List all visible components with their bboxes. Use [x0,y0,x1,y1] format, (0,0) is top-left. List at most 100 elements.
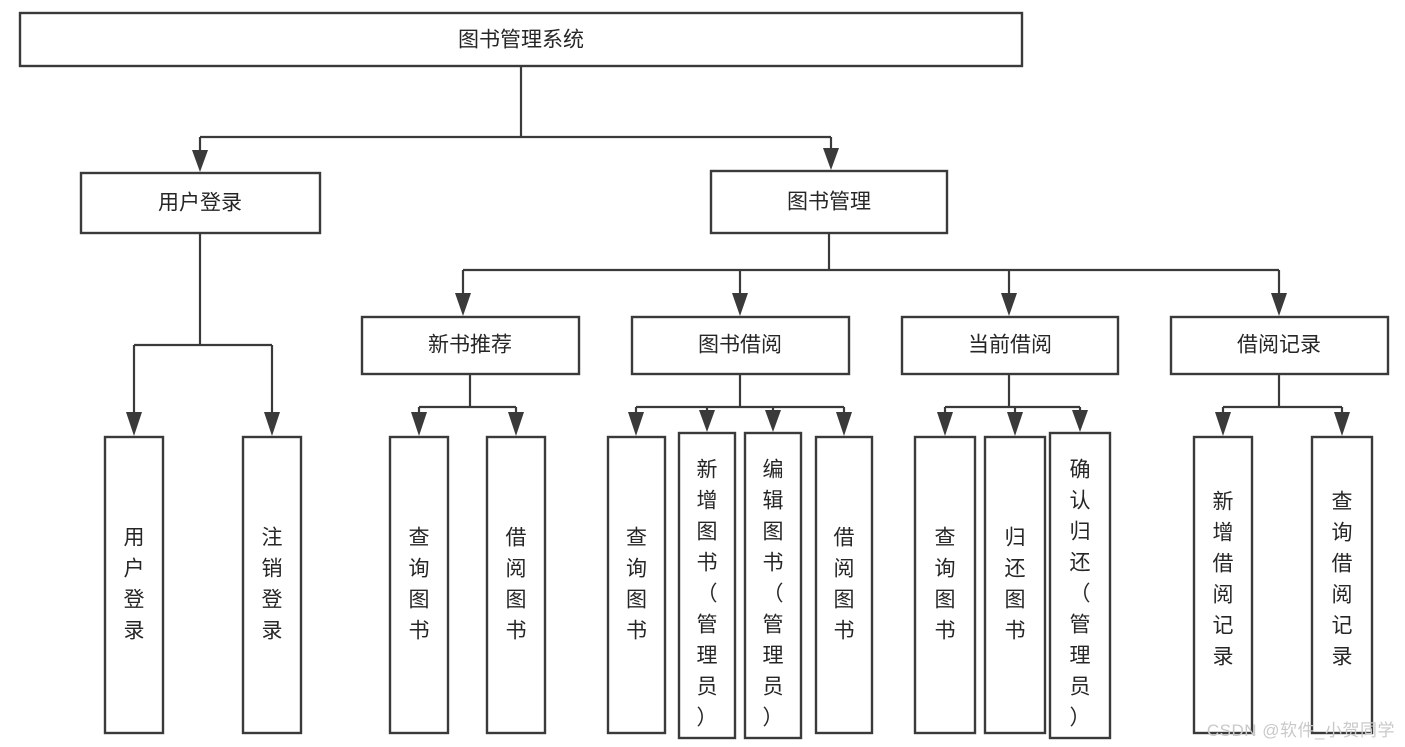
leaf-char: 查 [1332,490,1353,513]
leaf-label-5-新增图书管理员: 新增图书（管理员） [697,458,718,729]
leaf-box-2[interactable] [388,435,450,735]
leaf-box-9[interactable] [983,435,1047,735]
leaf-node-9[interactable]: 归还图书 [983,435,1047,735]
leaf-box-3[interactable] [485,435,547,735]
leaf-char: 辑 [763,489,784,512]
leaf-box-0[interactable] [103,435,165,735]
leaf-char: （ [763,582,784,605]
leaf-label-4-查询图书: 查询图书 [626,526,647,642]
leaf-char: ） [763,706,784,729]
book-management-box[interactable] [709,169,949,235]
borrow-record-label: 借阅记录 [1237,334,1321,357]
leaf-char: 阅 [834,557,855,580]
leaf-char: 图 [1005,588,1026,611]
leaf-label-12-查询借阅记录: 查询借阅记录 [1332,490,1353,668]
leaf-node-12[interactable]: 查询借阅记录 [1310,435,1374,735]
node-book-management[interactable]: 图书管理 [709,169,949,235]
book-borrow-box[interactable] [630,315,851,376]
arrow-head-book-mgmt [823,148,839,170]
leaf-char: 借 [1332,552,1353,575]
leaf-char: 编 [763,458,784,481]
leaf-label-0-用户登录: 用户登录 [124,526,145,642]
leaf-char: 书 [834,619,855,642]
leaf-char: ） [697,706,718,729]
leaf-char: 图 [409,588,430,611]
leaf-label-11-新增借阅记录: 新增借阅记录 [1213,490,1234,668]
leaf-char: 录 [124,619,145,642]
leaf-char: 登 [124,588,145,611]
leaf-char: 管 [763,613,784,636]
arrow-head-leaf-confirm-return [1072,410,1088,432]
current-borrow-box[interactable] [900,315,1120,376]
leaf-char: （ [697,582,718,605]
arrow-head-leaf-user-login [126,412,142,436]
leaf-node-4[interactable]: 查询图书 [606,435,667,735]
leaf-box-12[interactable] [1310,435,1374,735]
arrow-head-leaf-query-book-2 [628,412,644,436]
leaf-box-5[interactable] [677,431,737,740]
leaf-char: 询 [626,557,647,580]
arrow-head-leaf-edit-book [765,410,781,432]
leaf-char: 认 [1070,489,1091,512]
leaf-node-7[interactable]: 借阅图书 [814,435,874,735]
leaf-char: 书 [935,619,956,642]
leaf-box-11[interactable] [1192,435,1254,735]
leaf-node-0[interactable]: 用户登录 [103,435,165,735]
arrow-head-leaf-borrow-book-2 [836,412,852,436]
book-management-label: 图书管理 [787,191,871,214]
new-book-recommend-label: 新书推荐 [428,334,512,357]
leaf-node-6[interactable]: 编辑图书 （ 管理员 ） [743,431,803,740]
leaf-box-10[interactable] [1048,431,1112,740]
leaf-char: 确 [1070,458,1091,481]
leaf-char: 理 [763,644,784,667]
borrow-record-box[interactable] [1169,315,1390,376]
leaf-char: 图 [626,588,647,611]
leaf-char: 记 [1332,614,1353,637]
root-box[interactable] [18,11,1024,68]
leaf-char: 员 [763,675,784,698]
arrow-head-leaf-add-record [1215,412,1231,436]
leaf-char: 录 [262,619,283,642]
leaf-box-4[interactable] [606,435,667,735]
leaf-char: 图 [697,520,718,543]
leaf-node-8[interactable]: 查询图书 [913,435,977,735]
leaf-char: 员 [697,675,718,698]
leaf-box-7[interactable] [814,435,874,735]
new-book-recommend-box[interactable] [360,315,581,376]
node-borrow-record[interactable]: 借阅记录 [1169,315,1390,376]
leaf-char: 借 [834,526,855,549]
leaf-char: 新 [697,458,718,481]
leaf-char: 归 [1070,520,1091,543]
leaf-node-3[interactable]: 借阅图书 [485,435,547,735]
leaf-char: 询 [935,557,956,580]
leaf-box-8[interactable] [913,435,977,735]
leaf-char: 书 [763,551,784,574]
leaf-box-6[interactable] [743,431,803,740]
leaf-char: 录 [1332,645,1353,668]
leaf-char: 图 [763,520,784,543]
leaf-char: 借 [506,526,527,549]
leaf-node-1[interactable]: 注销登录 [241,435,303,735]
leaf-char: 图 [935,588,956,611]
leaf-char: 理 [1070,644,1091,667]
leaf-box-1[interactable] [241,435,303,735]
leaf-node-10[interactable]: 确认归还（管理员） [1048,431,1112,740]
node-user-login[interactable]: 用户登录 [79,171,322,235]
leaf-char: 阅 [506,557,527,580]
leaf-char: 录 [1213,645,1234,668]
leaf-label-10-确认归还管理员: 确认归还（管理员） [1070,458,1091,729]
node-current-borrow[interactable]: 当前借阅 [900,315,1120,376]
user-login-box[interactable] [79,171,322,235]
leaf-label-3-借阅图书: 借阅图书 [506,526,527,642]
leaf-char: 员 [1070,675,1091,698]
leaf-node-11[interactable]: 新增借阅记录 [1192,435,1254,735]
leaf-char: 还 [1005,557,1026,580]
leaf-node-2[interactable]: 查询图书 [388,435,450,735]
node-new-book-recommend[interactable]: 新书推荐 [360,315,581,376]
arrow-head-current-borrow [1001,293,1017,316]
leaf-node-5[interactable]: 新增图书（管理员） [677,431,737,740]
node-root-system[interactable]: 图书管理系统 [18,11,1024,68]
leaf-char: 管 [1070,613,1091,636]
node-book-borrow[interactable]: 图书借阅 [630,315,851,376]
